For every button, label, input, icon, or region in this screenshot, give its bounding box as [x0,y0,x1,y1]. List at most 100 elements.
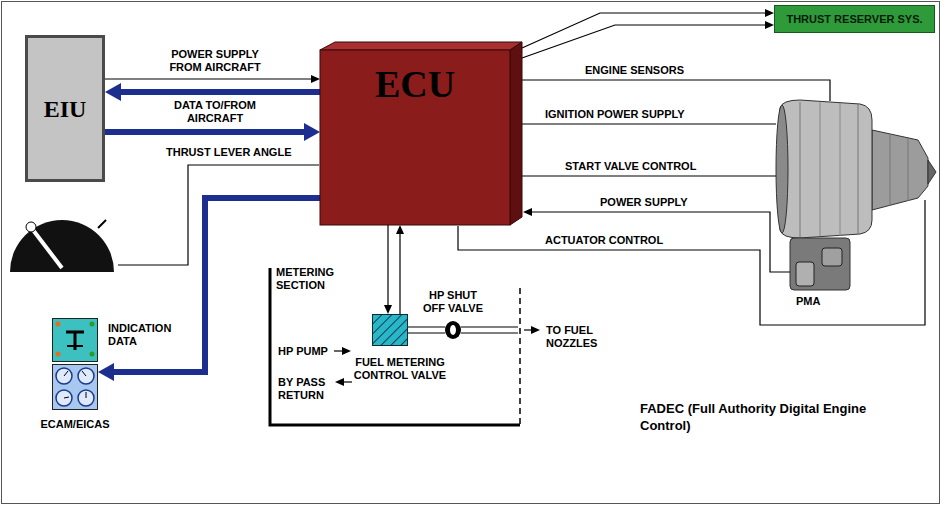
drawing-part [98,220,106,228]
node-text: EIU [44,95,87,123]
drawing-part [522,80,830,101]
node-text: FUEL METERING CONTROL VALVE [335,356,465,382]
unit-box: EIU [25,35,105,182]
drawing-part [64,371,68,376]
connector-line [387,225,388,306]
connector-line [522,13,766,48]
diagram-caption: FADEC (Full Authority Digital Engine Con… [640,400,900,434]
signal-label: THRUST LEVER ANGLE [166,146,292,159]
drawing-part [53,319,98,362]
drawing-part [890,134,891,206]
drawing-part [776,105,788,233]
drawing-part [90,352,95,357]
engine-wires [458,80,925,325]
drawing-part [373,315,408,346]
signal-label: HP PUMP [278,345,328,358]
shutoff-valve: HP SHUT OFF VALVE [445,322,461,338]
connector-line [522,25,766,58]
drawing-part [56,352,61,357]
edge-label: INDICATION DATA [108,322,180,348]
drawing-part [320,42,522,50]
metering-valve: FUEL METERING CONTROL VALVE [372,314,408,346]
data-bus-arrow [105,132,306,133]
signal-line [105,79,312,80]
signal-line [400,233,401,314]
drawing-part [373,315,408,346]
drawing-part [56,368,72,384]
drawing-part [522,175,776,176]
drawing-part [445,321,461,339]
drawing-part [800,102,801,237]
drawing-part [872,130,928,210]
drawing-part [56,322,61,327]
connector-line [399,233,400,314]
drawing-part [461,326,518,327]
drawing-part [524,329,532,330]
drawing-part [928,160,936,184]
drawing-part [82,371,86,376]
connector-line [105,78,312,79]
drawing-part [343,381,352,382]
fuel-pipe [408,327,445,333]
drawing-part [450,325,456,335]
lever-wire [118,165,319,265]
data-bus-arrow [119,92,320,93]
system-box: THRUST RESERVER SYS. [774,5,935,33]
display-unit: ECAM/EICAS [52,318,98,410]
connector-line [119,89,320,95]
signal-line [522,13,766,48]
node-text: THRUST RESERVER SYS. [780,13,928,26]
drawing-part [78,368,94,384]
signal-line [388,225,389,306]
signal-label: IGNITION POWER SUPPLY [545,108,685,121]
drawing-part [858,104,859,234]
shutoff-valve-symbol [445,322,461,338]
edge-label: POWER SUPPLY FROM AIRCRAFT [160,48,270,74]
drawing-part [74,332,77,350]
drawing-part [64,397,69,398]
drawing-part [67,345,83,347]
display-icon [52,318,98,410]
drawing-part [790,238,850,290]
node-text: ECU [320,50,510,106]
signal-label: POWER SUPPLY [600,196,688,209]
metering-bracket [270,268,520,425]
drawing-part [820,102,821,236]
drawing-part [334,350,343,351]
pipe-wall [408,326,445,327]
node-text: HP SHUT OFF VALVE [421,289,485,315]
drawing-part [56,390,72,406]
drawing-part [522,123,776,124]
drawing-part [840,103,841,236]
drawing-part [822,248,842,266]
drawing-part [90,322,95,327]
connector-line [105,129,306,135]
drawing-part [531,212,790,272]
drawing-part [320,50,510,225]
drawing-part [86,392,87,398]
drawing-part [510,42,522,225]
drawing-part [461,332,518,333]
drawing-part [908,138,909,201]
drawing-part [78,390,94,406]
control-unit-box: ECU [320,50,510,225]
drawing-part [796,262,814,286]
signal-label: START VALVE CONTROL [565,160,696,173]
edge-label: DATA TO/FROM AIRCRAFT [160,99,270,125]
node-text: ECAM/EICAS [30,418,120,431]
pipe-wall [408,332,445,333]
drawing-part [10,220,114,272]
drawing-part [519,288,521,425]
valve-symbol [372,314,408,346]
drawing-part [53,365,98,410]
signal-label: BY PASS RETURN [278,376,330,402]
signal-line [522,25,766,58]
signal-label: PMA [796,295,820,308]
signal-label: METERING SECTION [276,266,351,292]
drawing-part [270,268,520,425]
drawing-part [780,100,872,238]
drawing-part [458,200,925,325]
engine-illustration [776,100,936,290]
